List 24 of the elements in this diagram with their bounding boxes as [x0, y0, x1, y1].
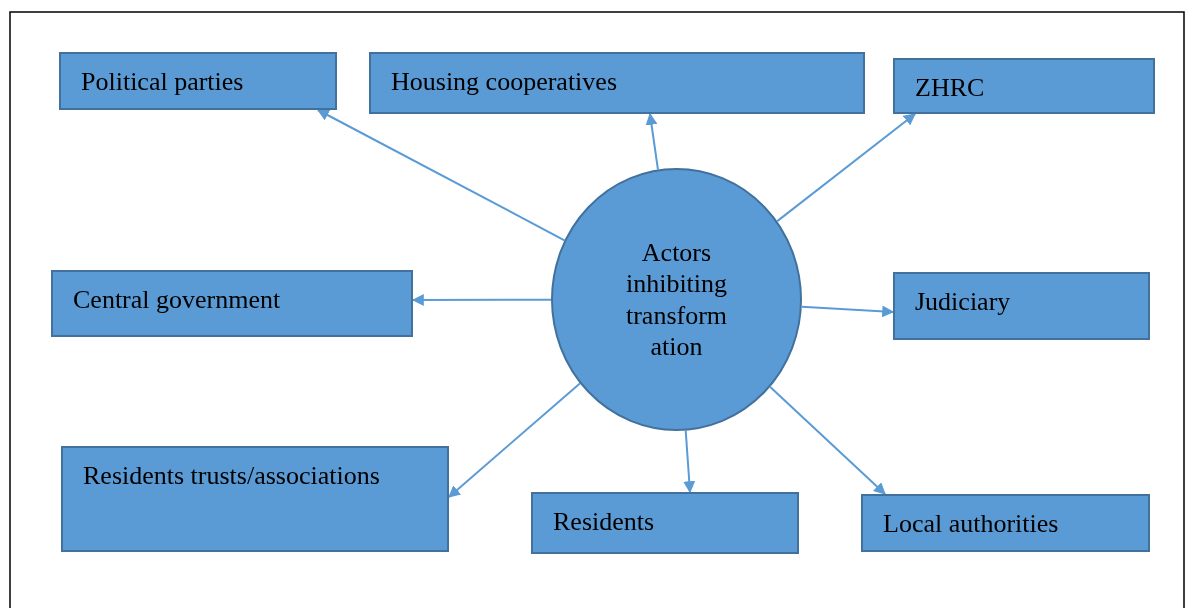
actor-box [861, 494, 1150, 552]
arrow [645, 112, 659, 171]
actor-box [531, 492, 799, 554]
node-label: Housing cooperatives [391, 66, 618, 98]
actor-box [369, 52, 865, 114]
node-label: Judiciary [915, 286, 1012, 318]
actor-box [59, 52, 337, 110]
actor-box [893, 58, 1155, 114]
node-label: Political parties [81, 66, 245, 98]
node-label: Central government [73, 284, 282, 316]
actor-box [61, 446, 449, 552]
arrow [448, 382, 581, 498]
arrow [769, 385, 886, 495]
node-label: Local authorities [883, 508, 1060, 540]
actor-box [51, 270, 413, 337]
arrow [800, 305, 895, 318]
node-label: ZHRC [915, 72, 986, 104]
node-label: Residents trusts/associations [83, 460, 381, 492]
node-label: Residents [553, 506, 656, 538]
arrow [776, 113, 916, 223]
node-label: Actors inhibiting transform ation [624, 237, 729, 362]
actor-box [893, 272, 1150, 340]
arrow [316, 109, 566, 242]
arrow [683, 429, 696, 494]
